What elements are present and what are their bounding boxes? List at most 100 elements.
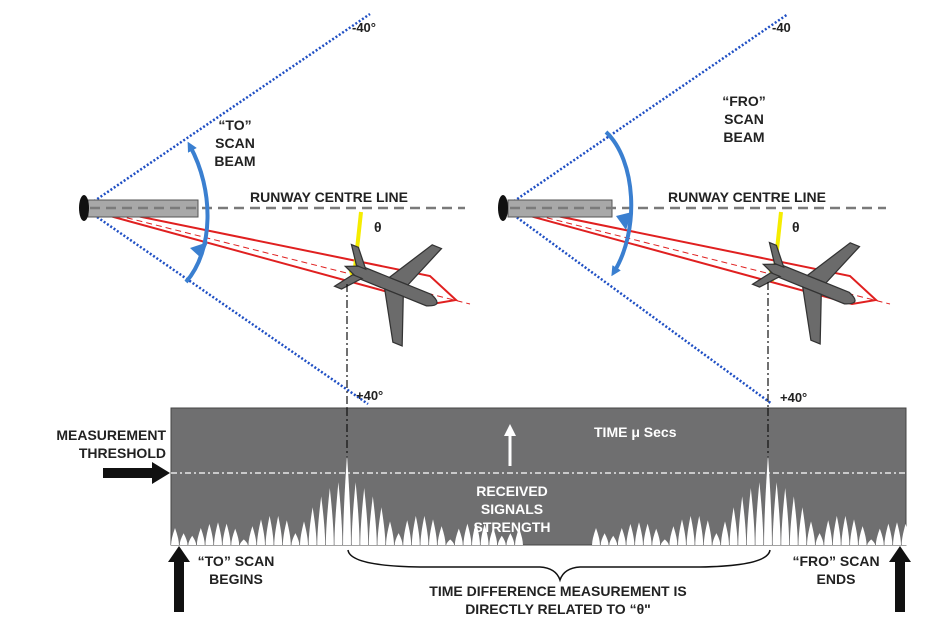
received-signals-label-line-1: RECEIVED — [476, 483, 548, 499]
signal-pulse — [222, 523, 231, 545]
signal-pulse — [600, 533, 609, 545]
scan-beam-label-line-2: SCAN — [215, 135, 255, 151]
signal-pulse — [729, 507, 738, 545]
time-difference-line-1: TIME DIFFERENCE MEASUREMENT IS — [429, 583, 686, 599]
angle-bottom-label: +40° — [780, 390, 807, 405]
antenna-icon — [79, 195, 89, 221]
signal-pulse — [918, 535, 927, 545]
runway-centre-line-label: RUNWAY CENTRE LINE — [250, 189, 408, 205]
signal-pulse — [325, 487, 334, 545]
theta-label: θ — [374, 219, 382, 235]
signal-pulse — [807, 521, 815, 545]
antenna-icon — [498, 195, 508, 221]
signal-pulse — [420, 515, 429, 545]
signal-pulse — [205, 523, 214, 545]
fro-scan-ends-callout: “FRO” SCAN ENDS — [792, 546, 911, 612]
scan-limit-line-bottom — [503, 206, 773, 406]
angle-bottom-label: +40° — [356, 388, 383, 403]
signal-pulse — [738, 496, 747, 545]
signal-pulse — [789, 496, 798, 545]
signal-pulse — [377, 507, 386, 545]
time-difference-line-2: DIRECTLY RELATED TO “θ" — [465, 601, 651, 617]
to-scan-begins-line-1: “TO” SCAN — [198, 553, 275, 569]
signal-pulse — [497, 535, 506, 545]
signal-pulse — [515, 527, 523, 545]
signal-pulse — [394, 533, 403, 545]
signal-pulse — [317, 496, 326, 545]
aircraft-icon — [751, 241, 861, 345]
signal-pulse — [231, 528, 240, 545]
signal-pulse — [652, 528, 661, 545]
signal-pulse — [437, 526, 446, 545]
signal-pulse — [781, 487, 790, 545]
scan-beam-label-line-2: SCAN — [724, 111, 764, 127]
signal-pulse — [489, 528, 498, 545]
signal-pulse — [592, 527, 600, 545]
signal-pulse — [910, 528, 919, 545]
signal-pulse — [480, 523, 489, 545]
signal-pulse — [403, 520, 412, 545]
signal-pulse — [257, 519, 265, 545]
signal-pulse — [196, 528, 205, 545]
threshold-pointer-arrow — [103, 462, 170, 484]
signal-pulse — [643, 523, 652, 545]
fro-scan-ends-line-2: ENDS — [817, 571, 856, 587]
scan-limit-line-top — [503, 12, 789, 210]
signal-pulse — [334, 482, 343, 545]
scan-direction-arrow — [184, 141, 210, 284]
fro-scan-geometry: -40 +40° “FRO” SCAN BEAM RUNWAY CENTRE L… — [498, 12, 891, 458]
signal-pulse — [841, 515, 850, 545]
to-scan-geometry: -40° +40° “TO” SCAN BEAM RUNWAY CENTRE L… — [79, 12, 471, 458]
signal-pulse — [282, 520, 291, 545]
angle-top-label: -40 — [772, 20, 791, 35]
signal-pulse — [875, 528, 884, 545]
signal-pulse — [179, 533, 188, 545]
signal-pulse — [686, 515, 695, 545]
signal-pulse — [351, 482, 360, 545]
runway-centre-line-label: RUNWAY CENTRE LINE — [668, 189, 826, 205]
measurement-threshold-label-line-1: MEASUREMENT — [56, 427, 166, 443]
time-difference-callout: TIME DIFFERENCE MEASUREMENT IS DIRECTLY … — [347, 549, 771, 617]
signal-pulse — [360, 487, 369, 545]
to-scan-begins-line-2: BEGINS — [209, 571, 263, 587]
scan-limit-line-top — [83, 12, 371, 210]
signal-pulse — [858, 526, 867, 545]
measurement-threshold-callout: MEASUREMENT THRESHOLD — [56, 427, 170, 484]
measurement-threshold-label-line-2: THRESHOLD — [79, 445, 166, 461]
signal-pulse — [764, 455, 772, 545]
signal-pulse — [746, 487, 755, 545]
signal-pulse — [626, 523, 635, 545]
scan-beam-label-line-3: BEAM — [214, 153, 255, 169]
scan-beam-label-line-3: BEAM — [723, 129, 764, 145]
signal-pulse — [755, 482, 764, 545]
signal-pulse — [446, 539, 455, 545]
signal-pulse — [635, 522, 643, 545]
angle-top-label: -40° — [352, 20, 376, 35]
signal-pulse — [274, 515, 283, 545]
signal-pulse — [721, 521, 729, 545]
signal-pulse — [884, 523, 893, 545]
to-scan-begins-callout: “TO” SCAN BEGINS — [168, 546, 274, 612]
signal-pulse — [506, 533, 515, 545]
signal-pulse — [678, 519, 686, 545]
signal-pulse — [214, 522, 222, 545]
signal-pulse — [368, 496, 377, 545]
signal-pulse — [300, 521, 308, 545]
fro-scan-ends-arrow — [889, 546, 911, 612]
signal-pulse — [893, 522, 901, 545]
scan-beam-label-line-1: “TO” — [218, 117, 251, 133]
signal-pulse — [669, 526, 678, 545]
signal-pulse — [824, 520, 833, 545]
time-axis-label: TIME μ Secs — [594, 424, 677, 440]
to-scan-begins-arrow — [168, 546, 190, 612]
signal-pulse — [901, 523, 910, 545]
signal-pulse — [798, 507, 807, 545]
signal-pulse — [927, 533, 936, 545]
signal-pulse — [411, 515, 420, 545]
signal-pulse — [850, 519, 858, 545]
signal-pulse — [463, 523, 472, 545]
theta-label: θ — [792, 219, 800, 235]
signal-pulse — [617, 528, 626, 545]
fro-scan-pulse-train — [592, 455, 936, 545]
signal-pulse — [239, 539, 248, 545]
